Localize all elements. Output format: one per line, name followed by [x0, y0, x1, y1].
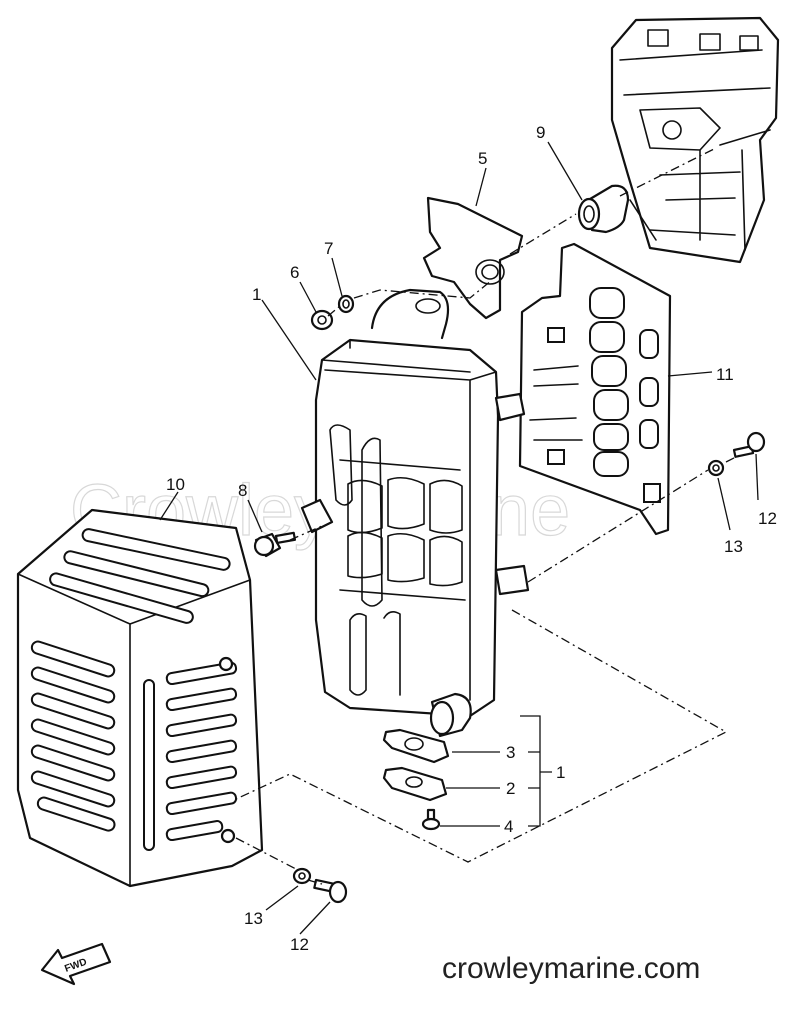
callout-7: 7 [324, 239, 333, 258]
washer-13-upper [707, 459, 725, 477]
callout-13-upper: 13 [724, 537, 743, 556]
nut-6 [310, 309, 334, 331]
callout-11: 11 [716, 365, 734, 384]
callout-1-upper: 1 [252, 285, 261, 304]
callout-13-lower: 13 [244, 909, 263, 928]
callout-12-upper: 12 [758, 509, 777, 528]
plate-2-hole [405, 776, 423, 788]
heat-shield-plate-11 [518, 242, 672, 536]
callout-8: 8 [238, 481, 247, 500]
bolt-12-upper [732, 431, 766, 458]
assembly-lines [233, 147, 741, 885]
callout-2: 2 [506, 779, 515, 798]
engine-block [610, 16, 780, 264]
plate-2 [382, 766, 448, 802]
callout-10: 10 [166, 475, 185, 494]
leader-lines [159, 141, 759, 935]
callout-6: 6 [290, 263, 299, 282]
washer-7 [337, 294, 355, 314]
footer-url: crowleymarine.com [442, 952, 700, 985]
gasket-5 [422, 196, 524, 320]
muffler-cover-10 [16, 508, 264, 888]
callout-9: 9 [536, 123, 545, 142]
callout-4: 4 [504, 817, 513, 836]
muffler-1 [300, 288, 530, 738]
fwd-arrow-icon: FWD [40, 942, 112, 986]
callout-3: 3 [506, 743, 515, 762]
callout-12-lower: 12 [290, 935, 309, 954]
bolt-8 [253, 531, 297, 558]
collar-9 [577, 184, 630, 234]
gasket-3-hole [404, 737, 424, 751]
callout-1-lower: 1 [556, 763, 565, 782]
bolt-12-lower [313, 878, 348, 904]
callout-labels: 1 5 9 7 6 11 10 8 12 13 3 2 1 4 13 12 [166, 123, 777, 954]
callout-5: 5 [478, 149, 487, 168]
gasket-3 [382, 728, 450, 764]
plug-bolt-4 [421, 808, 441, 831]
washer-13-lower [292, 867, 312, 885]
